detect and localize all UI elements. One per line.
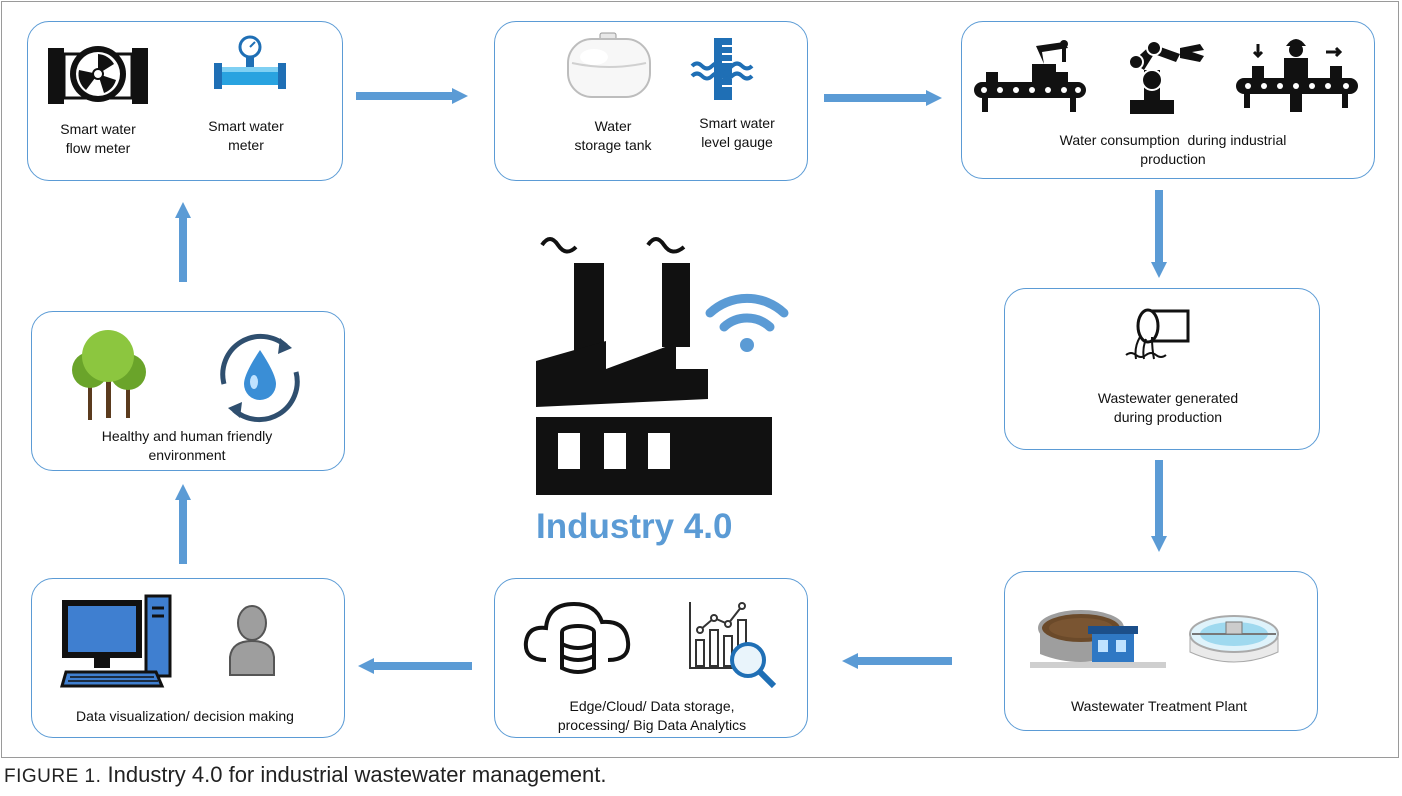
industry-4-title: Industry 4.0 xyxy=(536,507,733,546)
arrow-wastewater-to-treatment xyxy=(1151,460,1167,552)
water-storage-box xyxy=(494,21,808,181)
discharge-pipe-icon xyxy=(1125,308,1190,360)
level-gauge-label: Smart water level gauge xyxy=(699,115,775,150)
robot-arm-conveyor-icon xyxy=(974,40,1086,112)
flow-meter-icon xyxy=(48,46,148,104)
robot-arm-icon xyxy=(1128,40,1204,114)
water-meter-icon xyxy=(214,35,286,89)
user-avatar-icon xyxy=(229,605,275,676)
smart-flow-meter-label: Smart water flow meter xyxy=(60,121,136,156)
level-gauge-icon xyxy=(690,38,754,100)
cloud-database-icon xyxy=(523,601,631,674)
arrow-meters-to-storage xyxy=(356,88,468,104)
clarifier-tank-icon xyxy=(1189,615,1279,663)
wastewater-generated-box xyxy=(1004,288,1320,450)
caption-text: Industry 4.0 for industrial wastewater m… xyxy=(101,762,607,787)
diagram-frame xyxy=(1,1,1399,758)
water-consumption-label: Water consumption during industrial prod… xyxy=(1059,132,1287,167)
water-storage-tank-label: Water storage tank xyxy=(574,118,652,153)
water-tank-icon xyxy=(567,32,651,98)
water-cycle-icon xyxy=(220,333,300,423)
factory-icon xyxy=(536,237,772,495)
wastewater-generated-label: Wastewater generated during production xyxy=(1097,390,1239,425)
treatment-plant-icon xyxy=(1030,610,1166,668)
arrow-treatment-to-cloud xyxy=(842,653,952,669)
figure-number: FIGURE 1. xyxy=(4,766,102,787)
arrow-visualization-to-environment xyxy=(175,484,191,564)
figure-caption: FIGURE 1. Industry 4.0 for industrial wa… xyxy=(4,762,606,788)
worker-conveyor-icon xyxy=(1236,39,1358,112)
environment-box xyxy=(31,311,345,471)
visualization-label: Data visualization/ decision making xyxy=(76,708,294,724)
smart-water-meter-label: Smart water meter xyxy=(208,118,284,153)
cloud-analytics-label: Edge/Cloud/ Data storage, processing/ Bi… xyxy=(557,698,747,733)
trees-icon xyxy=(72,330,146,420)
arrow-environment-to-meters xyxy=(175,202,191,282)
arrow-storage-to-consumption xyxy=(824,90,942,106)
desktop-computer-icon xyxy=(60,594,172,688)
smart-meters-box xyxy=(27,21,343,181)
arrow-consumption-to-wastewater xyxy=(1151,190,1167,278)
arrow-cloud-to-visualization xyxy=(358,658,472,674)
wifi-icon xyxy=(705,293,789,352)
environment-label: Healthy and human friendly environment xyxy=(101,428,273,463)
treatment-plant-label: Wastewater Treatment Plant xyxy=(1070,698,1248,714)
analytics-magnifier-icon xyxy=(689,602,777,689)
